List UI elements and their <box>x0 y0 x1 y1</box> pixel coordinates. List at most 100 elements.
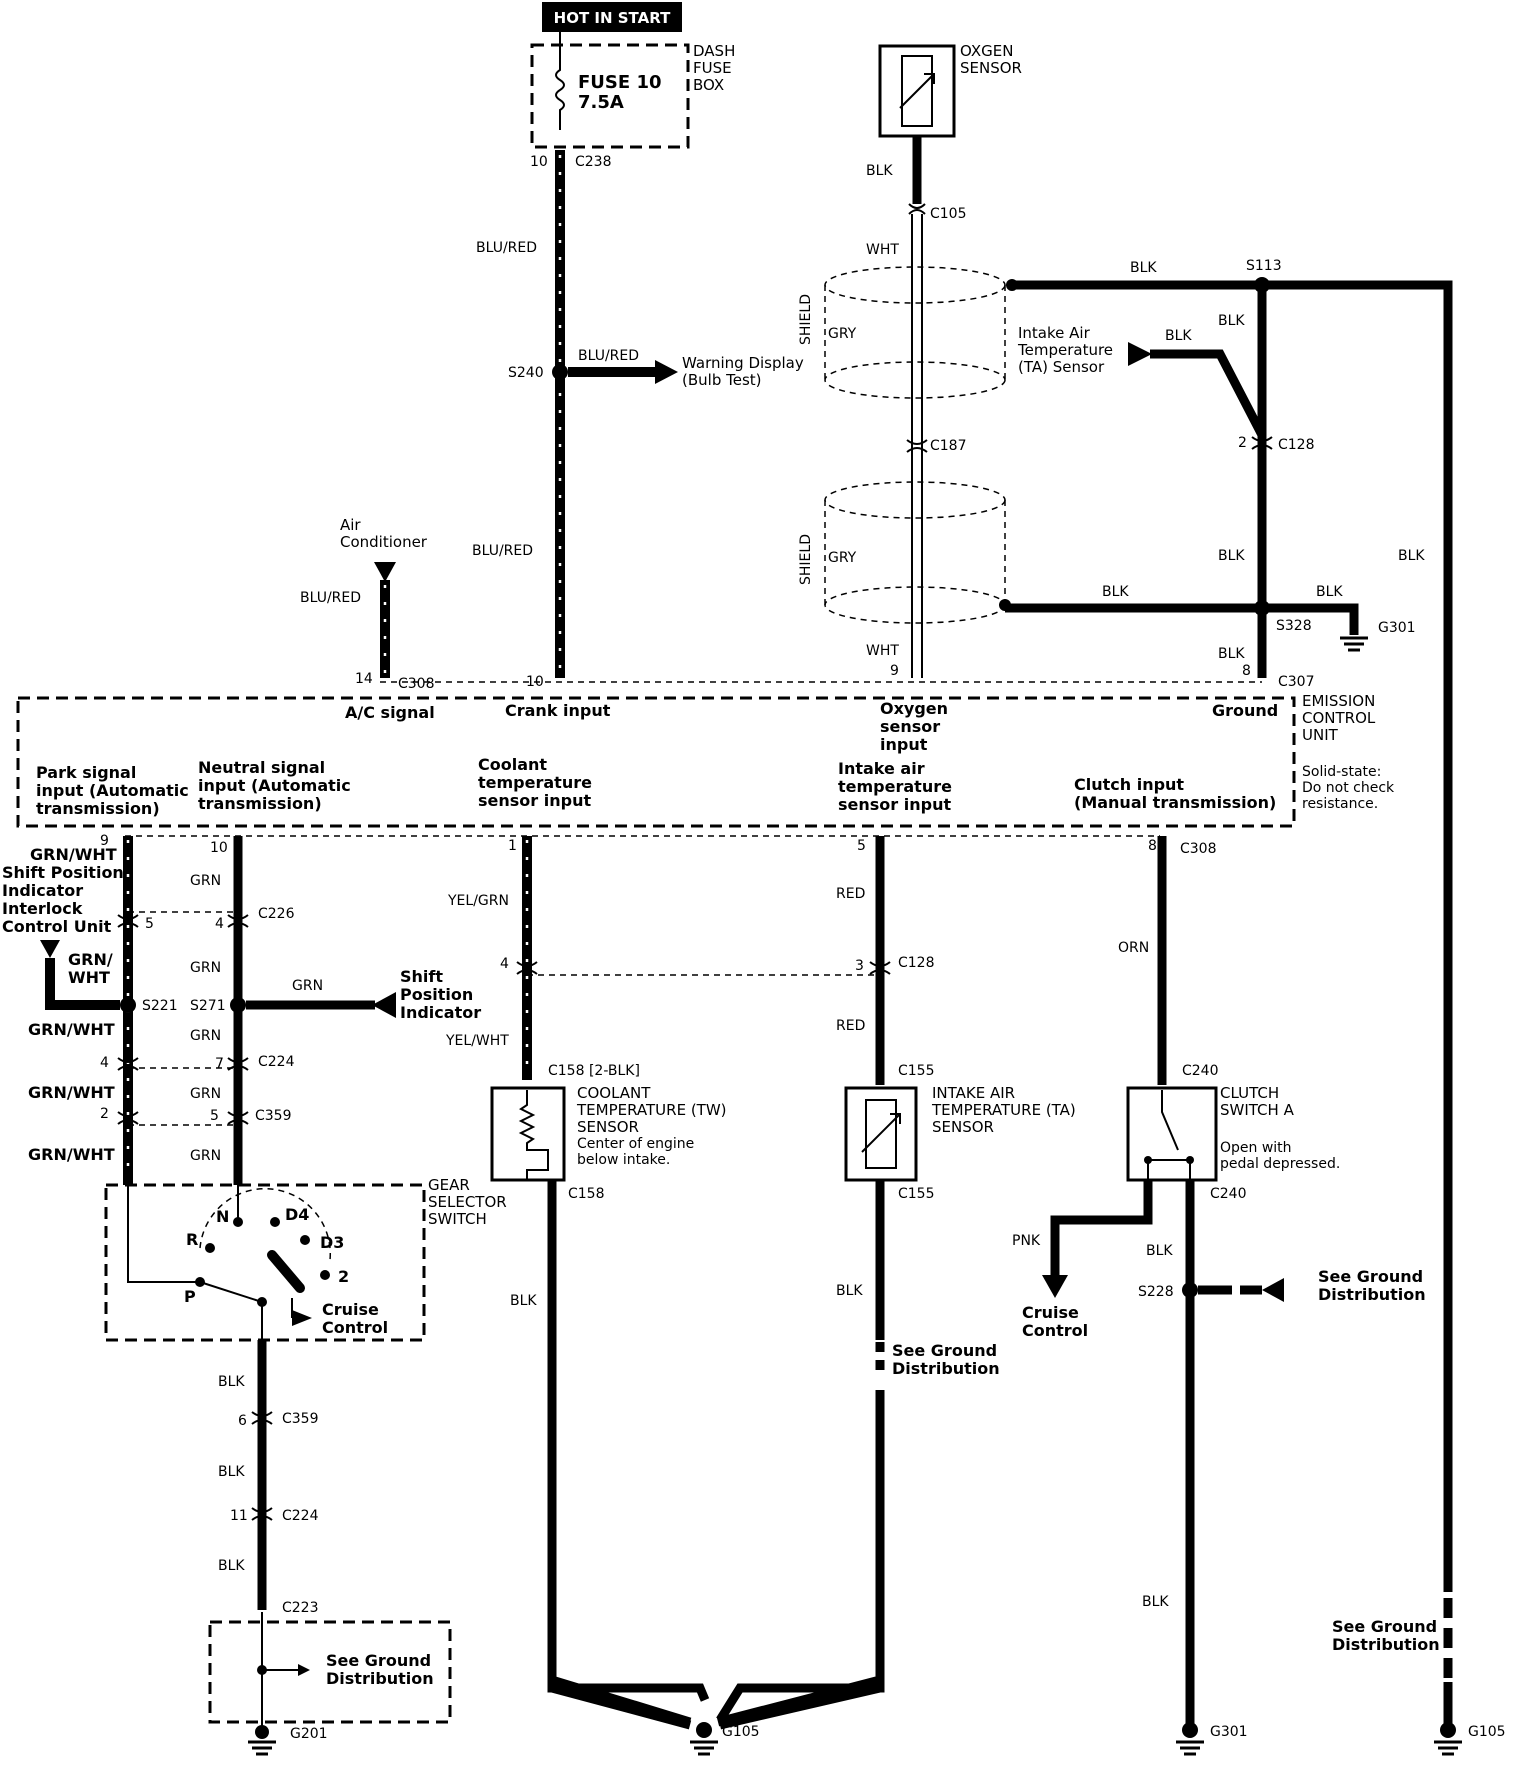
g301-top-wire <box>1262 603 1359 635</box>
coolant-c158-top: C158 [2-BLK] <box>548 1063 640 1079</box>
s228-splice <box>1182 1282 1198 1298</box>
ta-note-arrow <box>1128 342 1152 366</box>
selector-wiper <box>199 1281 263 1303</box>
ac-connector: C308 <box>398 676 435 692</box>
neutral-pin-4: 4 <box>215 916 224 932</box>
neutral-wire-label-3: GRN <box>190 1028 221 1044</box>
coolant-blk-label: BLK <box>510 1293 537 1309</box>
hot-in-start-label: HOT IN START <box>554 9 671 27</box>
c224-label: C224 <box>258 1054 295 1070</box>
s221-splice <box>120 997 136 1013</box>
park-c226-connector <box>117 914 139 928</box>
park-branch-wire <box>45 958 120 1010</box>
ac-arrow <box>374 562 396 582</box>
ecu-bottom-connector: C308 <box>1180 841 1217 857</box>
shield-1-gry: GRY <box>828 326 857 342</box>
clutch-blk-label: BLK <box>1146 1243 1173 1259</box>
s240-splice <box>552 364 568 380</box>
selector-contact <box>267 1250 305 1293</box>
ac-pin: 14 <box>355 671 373 687</box>
g201-internal-line <box>261 1612 300 1730</box>
coolant-c128-connector <box>516 961 538 975</box>
intake-blk-label: BLK <box>836 1283 863 1299</box>
shield-2-blk-label: BLK <box>1102 584 1129 600</box>
interlock-arrow <box>40 940 60 958</box>
g301-top-label: G301 <box>1378 620 1416 636</box>
c359-label: C359 <box>255 1108 292 1124</box>
fuse-rating: 7.5A <box>578 92 624 113</box>
pos-d4-dot <box>270 1217 280 1227</box>
intake-c128-connector <box>869 961 891 975</box>
c128-top-connector <box>1251 436 1273 450</box>
g105-merge-wire <box>547 1180 885 1727</box>
gear-pos-d3: D3 <box>320 1233 344 1252</box>
clutch-pnk-label: PNK <box>1012 1233 1041 1249</box>
clutch-blk2-label: BLK <box>1142 1594 1169 1610</box>
clutch-contact-left <box>1144 1156 1152 1164</box>
s228-label: S228 <box>1138 1284 1174 1300</box>
dash-fuse-box <box>530 43 690 149</box>
c224-connector <box>227 1057 249 1071</box>
gear-pos-p: P <box>184 1287 196 1306</box>
hot-in-start-badge <box>542 2 682 32</box>
ecu-input-clutch: Clutch input(Manual transmission) <box>1074 775 1276 812</box>
shield-2-label: SHIELD <box>798 534 814 585</box>
shield-1-bottom <box>824 361 1006 399</box>
neutral-wire-label-5: GRN <box>190 1148 221 1164</box>
pos-n-dot <box>233 1217 243 1227</box>
c128-top-pin: 2 <box>1238 435 1247 451</box>
pos-2-dot <box>320 1270 330 1280</box>
g201-splice <box>255 1725 269 1739</box>
gear-c359-connector <box>251 1411 273 1425</box>
intake-sensor-element <box>865 1099 897 1169</box>
shield-2-top <box>824 481 1006 519</box>
park-branch-label: GRN/WHT <box>68 950 113 987</box>
clutch-pnk-wire <box>1050 1180 1153 1280</box>
g201-dot <box>257 1665 267 1675</box>
pos-r-dot <box>205 1243 215 1253</box>
clutch-contact-right <box>1186 1156 1194 1164</box>
gear-ground-wire-1: BLK <box>218 1374 245 1390</box>
park-pin-4: 4 <box>100 1055 109 1071</box>
clutch-c240-bottom: C240 <box>1210 1186 1247 1202</box>
neutral-pin-7: 7 <box>215 1056 224 1072</box>
park-c224-connector <box>117 1057 139 1071</box>
neutral-pin-5: 5 <box>210 1108 219 1124</box>
warning-display-label: Warning Display(Bulb Test) <box>682 354 804 389</box>
ecu-input-crank: Crank input <box>505 701 611 720</box>
intake-red-label-1: RED <box>836 886 865 902</box>
ecu-pin-1: 1 <box>508 838 517 854</box>
oxygen-sensor-variable-icon <box>899 73 935 109</box>
ecu-input-ground: Ground <box>1212 701 1278 720</box>
shield-1-top <box>824 266 1006 304</box>
fuse-name: FUSE 10 <box>578 72 662 93</box>
clutch-c240-top: C240 <box>1182 1063 1219 1079</box>
oxygen-pin: 9 <box>890 663 899 679</box>
intake-c128-label: C128 <box>898 955 935 971</box>
g201-ground-box <box>208 1620 452 1724</box>
g105-right-label: G105 <box>1468 1724 1506 1740</box>
intake-variable-icon <box>861 1113 901 1153</box>
ecu-pin-8: 8 <box>1148 838 1157 854</box>
intake-red-label-2: RED <box>836 1018 865 1034</box>
intake-c155-top: C155 <box>898 1063 935 1079</box>
ecu-pin-5: 5 <box>857 838 866 854</box>
emission-control-unit <box>16 696 1296 828</box>
park-pin-5: 5 <box>145 916 154 932</box>
c226-connector <box>227 914 249 928</box>
oxygen-wht-bottom-label: WHT <box>866 643 899 659</box>
intake-pin-3: 3 <box>855 958 864 974</box>
gear-pos-r: R <box>186 1230 198 1249</box>
gear-c224-connector <box>251 1507 273 1521</box>
coolant-intake-ground-wire <box>547 1180 885 1723</box>
neutral-wire-label-1: GRN <box>190 873 221 889</box>
s271-label: S271 <box>190 998 226 1014</box>
ac-wire-label: BLU/RED <box>300 590 361 606</box>
